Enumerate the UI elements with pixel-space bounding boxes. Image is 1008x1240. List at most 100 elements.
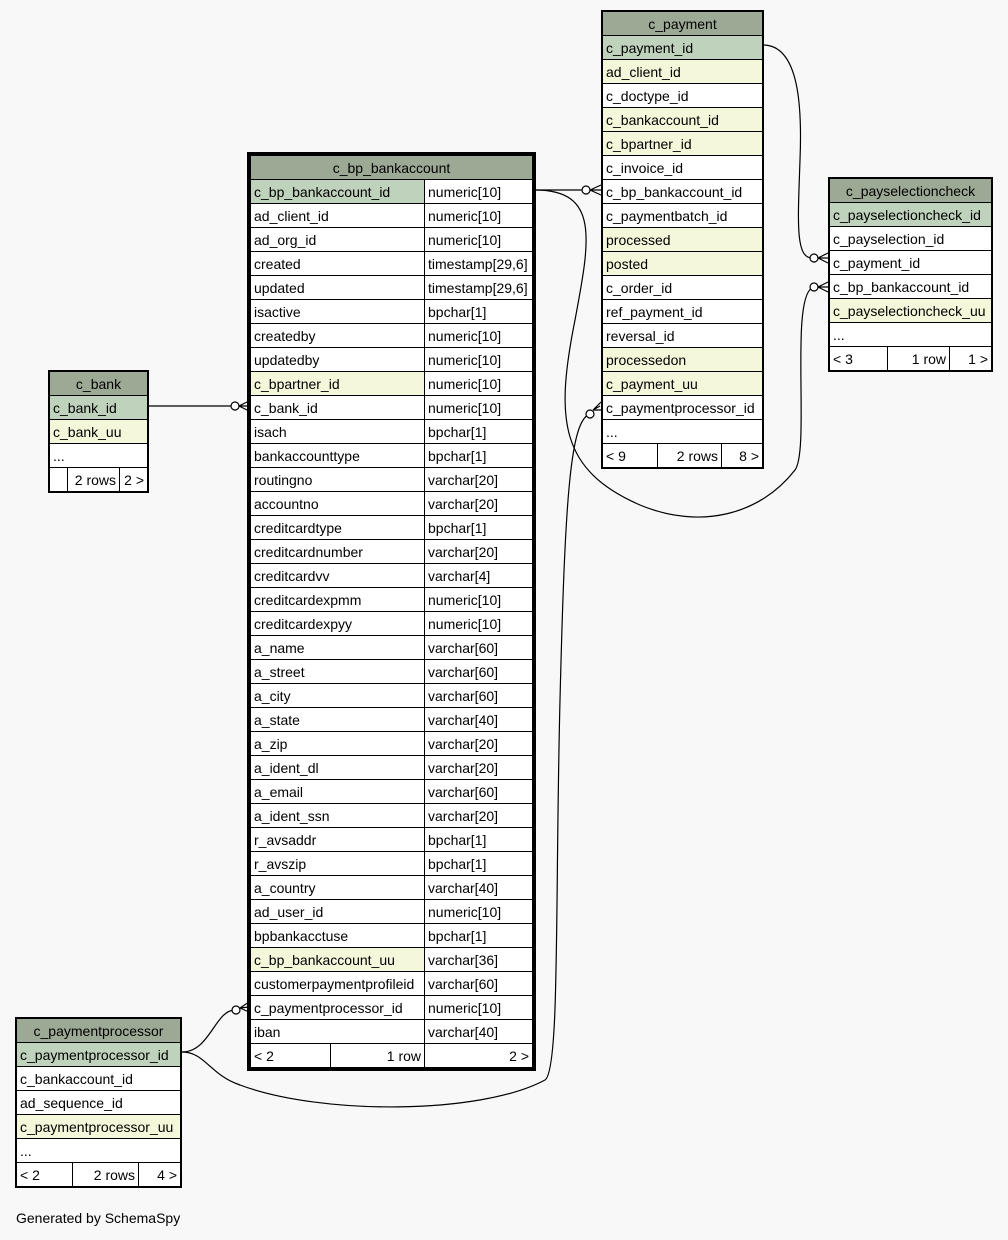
column-a-street[interactable]: a_street (250, 659, 425, 684)
column-processed[interactable]: processed (602, 227, 763, 252)
column-c-bp-bankaccount-id[interactable]: c_bp_bankaccount_id (602, 179, 763, 204)
column-c-bank-uu[interactable]: c_bank_uu (49, 419, 148, 444)
column-c-payment-id[interactable]: c_payment_id (829, 250, 992, 275)
table-row[interactable]: c_payment_uu (602, 371, 763, 396)
column-processedon[interactable]: processedon (602, 347, 763, 372)
table-row[interactable]: c_bankaccount_id (602, 107, 763, 132)
table-row[interactable]: c_paymentprocessor_uu (16, 1114, 181, 1139)
column-updated[interactable]: updated (250, 275, 425, 300)
column-c-bpartner-id[interactable]: c_bpartner_id (602, 131, 763, 156)
column-c-bank-id[interactable]: c_bank_id (250, 395, 425, 420)
table-row[interactable]: ... (829, 322, 992, 347)
column-c-order-id[interactable]: c_order_id (602, 275, 763, 300)
column-a-state[interactable]: a_state (250, 707, 425, 732)
table-header[interactable]: c_bank (49, 371, 148, 396)
column-posted[interactable]: posted (602, 251, 763, 276)
column-ad-client-id[interactable]: ad_client_id (602, 59, 763, 84)
table-row[interactable]: ad_sequence_id (16, 1090, 181, 1115)
table-row[interactable]: c_payment_id (602, 35, 763, 60)
table-header[interactable]: c_payment (602, 11, 763, 36)
table-row[interactable]: ad_client_id (602, 59, 763, 84)
column-reversal-id[interactable]: reversal_id (602, 323, 763, 348)
column-creditcardvv[interactable]: creditcardvv (250, 563, 425, 588)
column-a-city[interactable]: a_city (250, 683, 425, 708)
column-more[interactable]: ... (829, 322, 992, 347)
table-row[interactable]: c_payselectioncheck_uu (829, 298, 992, 323)
table-c-paymentprocessor[interactable]: c_paymentprocessor c_paymentprocessor_id… (15, 1017, 182, 1188)
column-creditcardexpyy[interactable]: creditcardexpyy (250, 611, 425, 636)
table-row[interactable]: posted (602, 251, 763, 276)
column-a-email[interactable]: a_email (250, 779, 425, 804)
column-c-invoice-id[interactable]: c_invoice_id (602, 155, 763, 180)
column-r-avszip[interactable]: r_avszip (250, 851, 425, 876)
table-row[interactable]: c_bankaccount_id (16, 1066, 181, 1091)
column-c-payselectioncheck-id[interactable]: c_payselectioncheck_id (829, 202, 992, 227)
column-more[interactable]: ... (49, 443, 148, 468)
table-c-payselectioncheck[interactable]: c_payselectioncheck c_payselectioncheck_… (828, 177, 993, 372)
table-row[interactable]: ... (602, 419, 763, 444)
column-c-bpartner-id[interactable]: c_bpartner_id (250, 371, 425, 396)
table-row[interactable]: processedon (602, 347, 763, 372)
table-row[interactable]: reversal_id (602, 323, 763, 348)
column-isach[interactable]: isach (250, 419, 425, 444)
column-ad-user-id[interactable]: ad_user_id (250, 899, 425, 924)
column-more[interactable]: ... (16, 1138, 181, 1163)
column-iban[interactable]: iban (250, 1019, 425, 1044)
column-c-payment-uu[interactable]: c_payment_uu (602, 371, 763, 396)
table-row[interactable]: c_payselection_id (829, 226, 992, 251)
column-c-payment-id[interactable]: c_payment_id (602, 35, 763, 60)
column-a-zip[interactable]: a_zip (250, 731, 425, 756)
column-c-bp-bankaccount-uu[interactable]: c_bp_bankaccount_uu (250, 947, 425, 972)
column-c-bank-id[interactable]: c_bank_id (49, 395, 148, 420)
table-row[interactable]: c_doctype_id (602, 83, 763, 108)
column-a-name[interactable]: a_name (250, 635, 425, 660)
table-c-bank[interactable]: c_bank c_bank_id c_bank_uu ... 2 rows 2 … (48, 370, 149, 493)
table-row[interactable]: c_payselectioncheck_id (829, 202, 992, 227)
column-ad-sequence-id[interactable]: ad_sequence_id (16, 1090, 181, 1115)
column-c-payselectioncheck-uu[interactable]: c_payselectioncheck_uu (829, 298, 992, 323)
column-more[interactable]: ... (602, 419, 763, 444)
column-c-paymentbatch-id[interactable]: c_paymentbatch_id (602, 203, 763, 228)
column-c-doctype-id[interactable]: c_doctype_id (602, 83, 763, 108)
table-header[interactable]: c_payselectioncheck (829, 178, 992, 203)
column-a-ident-ssn[interactable]: a_ident_ssn (250, 803, 425, 828)
column-c-bp-bankaccount-id[interactable]: c_bp_bankaccount_id (829, 274, 992, 299)
table-header[interactable]: c_bp_bankaccount (250, 155, 533, 180)
column-c-paymentprocessor-id[interactable]: c_paymentprocessor_id (16, 1042, 181, 1067)
column-creditcardexpmm[interactable]: creditcardexpmm (250, 587, 425, 612)
column-creditcardnumber[interactable]: creditcardnumber (250, 539, 425, 564)
column-customerpaymentprofileid[interactable]: customerpaymentprofileid (250, 971, 425, 996)
table-row[interactable]: c_paymentbatch_id (602, 203, 763, 228)
column-bankaccounttype[interactable]: bankaccounttype (250, 443, 425, 468)
table-row[interactable]: c_order_id (602, 275, 763, 300)
column-r-avsaddr[interactable]: r_avsaddr (250, 827, 425, 852)
table-header[interactable]: c_paymentprocessor (16, 1018, 181, 1043)
table-row[interactable]: c_payment_id (829, 250, 992, 275)
